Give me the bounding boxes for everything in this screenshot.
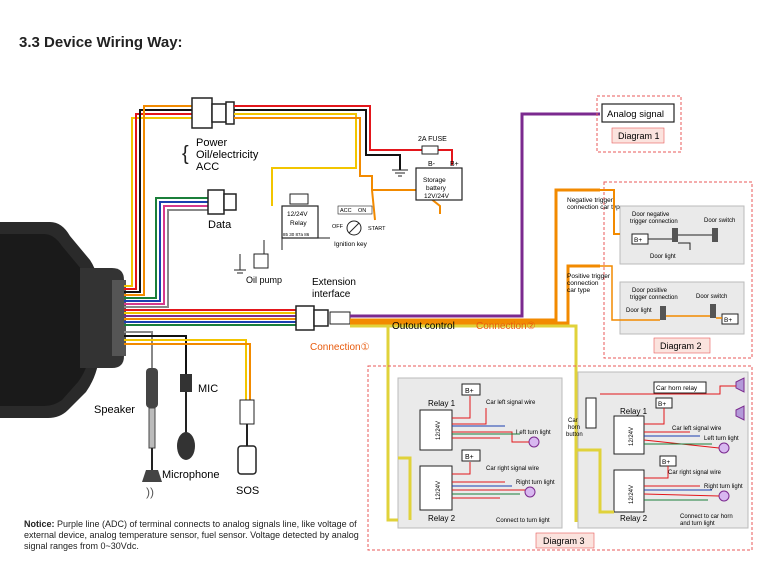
svg-text:Positive trigger: Positive trigger bbox=[567, 273, 611, 280]
speaker-label: Speaker bbox=[94, 404, 135, 416]
svg-text:Relay 1: Relay 1 bbox=[428, 399, 456, 408]
extension-label-1: Extension bbox=[312, 277, 356, 288]
connection2-label: Connection② bbox=[476, 321, 536, 332]
svg-text:Connect to car horn: Connect to car horn bbox=[680, 514, 733, 520]
svg-text:Car left signal wire: Car left signal wire bbox=[486, 400, 536, 406]
svg-text:B+: B+ bbox=[465, 388, 474, 395]
device-unit bbox=[0, 222, 126, 418]
oil-electricity-label: Oil/electricity bbox=[196, 149, 259, 161]
mic-plug bbox=[177, 374, 195, 460]
acc-label: ACC bbox=[196, 161, 219, 173]
power-connector bbox=[191, 97, 235, 129]
extension-label-2: interface bbox=[312, 289, 351, 300]
svg-text:Relay 2: Relay 2 bbox=[620, 514, 648, 523]
svg-text:Ignition key: Ignition key bbox=[334, 241, 368, 248]
svg-text:12/24V: 12/24V bbox=[629, 427, 635, 446]
svg-text:Door positive: Door positive bbox=[632, 288, 668, 294]
connection1-label: Connection① bbox=[310, 342, 370, 353]
svg-text:battery: battery bbox=[426, 185, 447, 192]
svg-text:Left turn light: Left turn light bbox=[516, 430, 551, 436]
data-label: Data bbox=[208, 219, 232, 231]
svg-text:B-: B- bbox=[428, 161, 436, 168]
svg-text:12/24V: 12/24V bbox=[436, 421, 442, 440]
svg-text:Door switch: Door switch bbox=[696, 294, 727, 300]
speaker-plug: )) bbox=[142, 368, 162, 499]
svg-text:Oil pump: Oil pump bbox=[246, 275, 282, 285]
svg-text:B+: B+ bbox=[634, 237, 642, 244]
svg-text:B+: B+ bbox=[465, 454, 474, 461]
svg-text:12/24V: 12/24V bbox=[436, 481, 442, 500]
svg-text:horn: horn bbox=[568, 425, 580, 431]
storage-battery: B- B+ Storage battery 12V/24V bbox=[415, 161, 463, 201]
svg-text:Storage: Storage bbox=[423, 177, 446, 184]
svg-text:trigger connection: trigger connection bbox=[630, 295, 678, 301]
svg-text:B+: B+ bbox=[450, 161, 459, 168]
diagram1: Analog signal Diagram 1 bbox=[596, 95, 682, 153]
svg-text:connection: connection bbox=[567, 280, 599, 287]
svg-text:Connect to turn light: Connect to turn light bbox=[496, 518, 550, 524]
diagram2-title: Diagram 2 bbox=[660, 341, 702, 351]
svg-text:Right turn light: Right turn light bbox=[516, 480, 555, 486]
sos-button bbox=[237, 399, 257, 475]
svg-text:trigger connection: trigger connection bbox=[630, 219, 678, 225]
svg-text:85 30 87a 86: 85 30 87a 86 bbox=[283, 232, 310, 237]
svg-text:button: button bbox=[566, 432, 583, 438]
brace-icon: { bbox=[182, 143, 189, 165]
svg-text:connection car type: connection car type bbox=[567, 204, 624, 211]
svg-text:Door switch: Door switch bbox=[704, 218, 735, 224]
data-connector bbox=[207, 189, 237, 215]
svg-text:12V/24V: 12V/24V bbox=[424, 193, 450, 200]
svg-text:Car left signal wire: Car left signal wire bbox=[672, 426, 722, 432]
analog-signal-label: Analog signal bbox=[607, 109, 664, 120]
sos-label: SOS bbox=[236, 485, 259, 497]
output-control-label: Outout control bbox=[392, 321, 455, 332]
svg-text:Relay: Relay bbox=[290, 220, 307, 227]
svg-text:12/24V: 12/24V bbox=[629, 485, 635, 504]
svg-text:Left turn light: Left turn light bbox=[704, 436, 739, 442]
diagram3-title: Diagram 3 bbox=[543, 536, 585, 546]
svg-text:Car: Car bbox=[568, 418, 578, 424]
svg-text:B+: B+ bbox=[662, 459, 670, 466]
svg-text:Door negative: Door negative bbox=[632, 212, 670, 218]
sound-icon: )) bbox=[146, 485, 154, 499]
fuse: 2A FUSE bbox=[418, 136, 447, 155]
svg-text:Relay 2: Relay 2 bbox=[428, 514, 456, 523]
svg-text:B+: B+ bbox=[724, 317, 732, 324]
svg-text:Door light: Door light bbox=[650, 254, 676, 260]
svg-text:START: START bbox=[368, 226, 386, 232]
diagram1-title: Diagram 1 bbox=[618, 131, 660, 141]
svg-text:and turn light: and turn light bbox=[680, 521, 715, 527]
diagram2: Negative trigger connection car type Doo… bbox=[567, 181, 753, 359]
ignition-key: ACC ON OFF START Ignition key bbox=[332, 205, 386, 248]
svg-text:Right turn light: Right turn light bbox=[704, 484, 743, 490]
svg-text:OFF: OFF bbox=[332, 224, 344, 230]
power-label: Power bbox=[196, 137, 228, 149]
svg-text:B+: B+ bbox=[658, 401, 666, 408]
svg-text:ON: ON bbox=[358, 208, 366, 214]
svg-text:Car right signal wire: Car right signal wire bbox=[668, 470, 722, 476]
diagram3: B+ Relay 1 12/24V Car left signal wire L… bbox=[367, 365, 753, 551]
svg-text:Door light: Door light bbox=[626, 308, 652, 314]
relay: 12/24V Relay 85 30 87a 86 bbox=[281, 193, 319, 239]
microphone-label: Microphone bbox=[162, 469, 219, 481]
svg-text:2A FUSE: 2A FUSE bbox=[418, 136, 447, 143]
svg-text:car type: car type bbox=[567, 287, 591, 294]
harness-wires bbox=[124, 105, 298, 400]
extension-connector bbox=[295, 305, 351, 331]
svg-text:12/24V: 12/24V bbox=[287, 211, 308, 218]
svg-text:ACC: ACC bbox=[340, 208, 352, 214]
page-title: 3.3 Device Wiring Way: bbox=[19, 34, 183, 51]
svg-text:Car horn relay: Car horn relay bbox=[656, 385, 698, 392]
ground-icon bbox=[392, 169, 408, 177]
mic-label: MIC bbox=[198, 383, 218, 395]
notice-text: Notice: Purple line (ADC) of terminal co… bbox=[24, 519, 359, 551]
oil-pump: Oil pump bbox=[234, 237, 330, 285]
svg-text:Car right signal wire: Car right signal wire bbox=[486, 466, 540, 472]
svg-text:Relay 1: Relay 1 bbox=[620, 407, 648, 416]
svg-text:Negative trigger: Negative trigger bbox=[567, 197, 614, 204]
